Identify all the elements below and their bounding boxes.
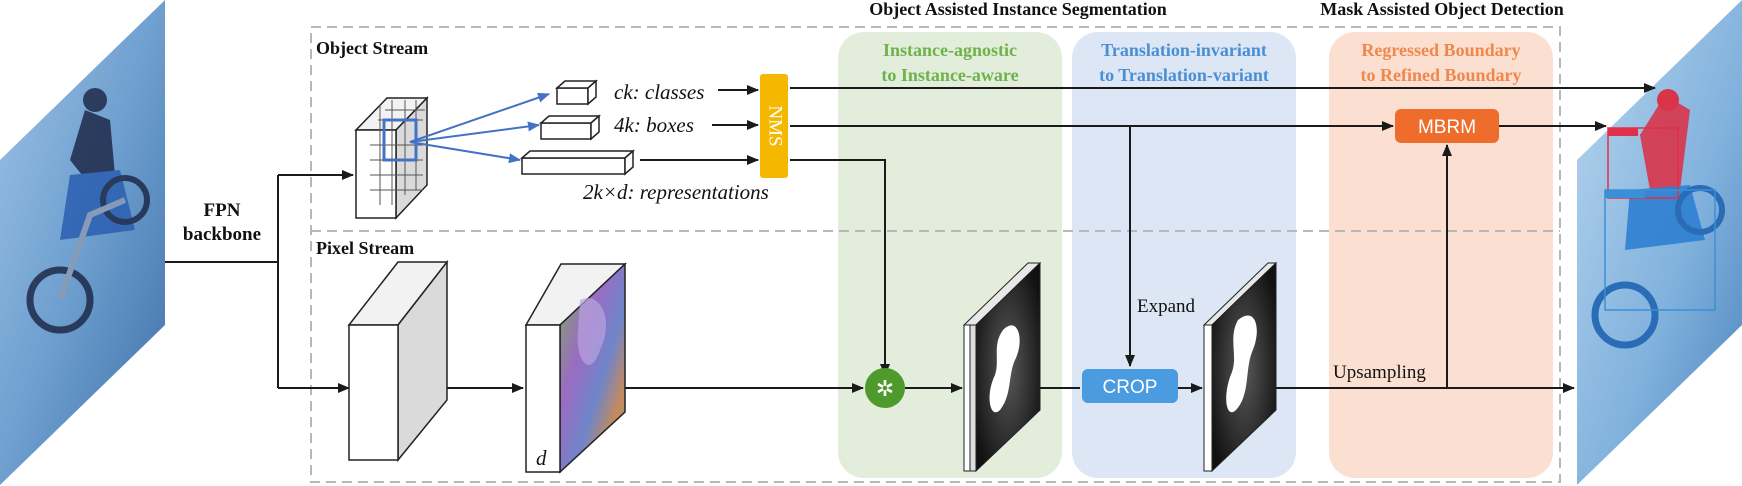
boxes-label: 4k: boxes xyxy=(614,113,694,137)
conv-symbol: ✲ xyxy=(876,376,894,401)
backbone-label: backbone xyxy=(183,224,261,245)
object-stream-label: Object Stream xyxy=(316,38,428,58)
pixel-feature-block xyxy=(347,259,449,463)
nms-block: NMS xyxy=(760,74,788,178)
header-instance-segmentation: Object Assisted Instance Segmentation xyxy=(869,0,1167,19)
box-output-box xyxy=(539,114,601,141)
classes-label: ck: classes xyxy=(614,80,704,104)
orange-panel xyxy=(1329,32,1553,478)
crop-block[interactable]: CROP xyxy=(1082,369,1178,403)
fpn-label: FPN xyxy=(204,200,241,221)
fc-arrows xyxy=(409,92,550,164)
mbrm-block[interactable]: MBRM xyxy=(1395,109,1499,143)
nms-label: NMS xyxy=(765,105,786,146)
upsampling-label: Upsampling xyxy=(1333,362,1426,383)
rider-silhouette-left xyxy=(26,88,150,334)
input-image xyxy=(0,0,165,485)
pixel-stream-label: Pixel Stream xyxy=(316,238,414,258)
representation-output-box xyxy=(520,149,635,176)
mbrm-label: MBRM xyxy=(1418,117,1476,138)
output-image xyxy=(1577,0,1742,485)
cropped-mask xyxy=(1202,261,1278,473)
nms-output-arrows xyxy=(790,83,1656,376)
rider-silhouette-right xyxy=(1591,89,1725,349)
outer-dashed-box xyxy=(310,26,1561,483)
green-panel-title-1: Instance-agnostic xyxy=(883,40,1017,60)
class-output-box xyxy=(555,79,598,106)
representations-label: 2k×d: representations xyxy=(583,180,769,204)
object-grid-feature xyxy=(354,96,429,220)
orange-panel-title-2: to Refined Boundary xyxy=(1360,65,1521,85)
crop-label: CROP xyxy=(1103,377,1158,398)
header-object-detection: Mask Assisted Object Detection xyxy=(1320,0,1563,19)
instance-mask-stack xyxy=(962,261,1042,473)
pixel-embedding-block xyxy=(524,262,627,474)
dynamic-conv-node: ✲ xyxy=(865,368,905,408)
blue-panel-title-2: to Translation-variant xyxy=(1099,65,1269,85)
expand-label: Expand xyxy=(1137,296,1196,317)
feature-dim-label: d xyxy=(536,446,547,470)
backbone-connectors xyxy=(165,170,354,393)
blue-panel-title-1: Translation-invariant xyxy=(1101,40,1267,60)
nms-input-arrows xyxy=(640,85,759,165)
green-panel-title-2: to Instance-aware xyxy=(881,65,1018,85)
orange-panel-title-1: Regressed Boundary xyxy=(1361,40,1520,60)
